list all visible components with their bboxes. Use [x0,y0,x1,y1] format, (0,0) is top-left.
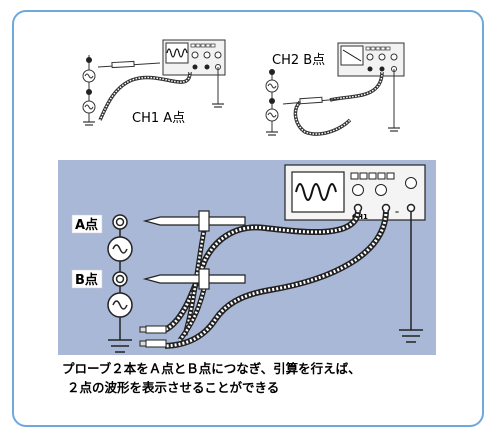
probe-b [142,268,246,290]
top-right-setup: CH2 B点 [265,42,405,136]
ground-clips [139,325,167,348]
oscilloscope-small-left [162,39,226,76]
ch1-label: CH1 [352,213,368,221]
top-left-setup: CH1 A点 [82,39,226,126]
oscilloscope-small-right [337,42,405,77]
ch2-label: – [395,207,399,216]
ch2-b-label: CH2 B点 [272,53,325,68]
main-diagram-panel: CH1 – [58,160,436,355]
caption-line-1: プローブ２本をＡ点とＢ点につなぎ、引算を行えば、 [62,361,361,376]
point-a-label: A点 [75,217,98,233]
caption: プローブ２本をＡ点とＢ点につなぎ、引算を行えば、 ２点の波形を表示させることがで… [62,359,462,397]
oscilloscope: CH1 – [284,164,426,221]
caption-line-2: ２点の波形を表示させることができる [67,380,280,395]
ch1-a-label: CH1 A点 [132,111,185,126]
point-b-label: B点 [75,272,98,288]
probe-a [142,210,246,232]
